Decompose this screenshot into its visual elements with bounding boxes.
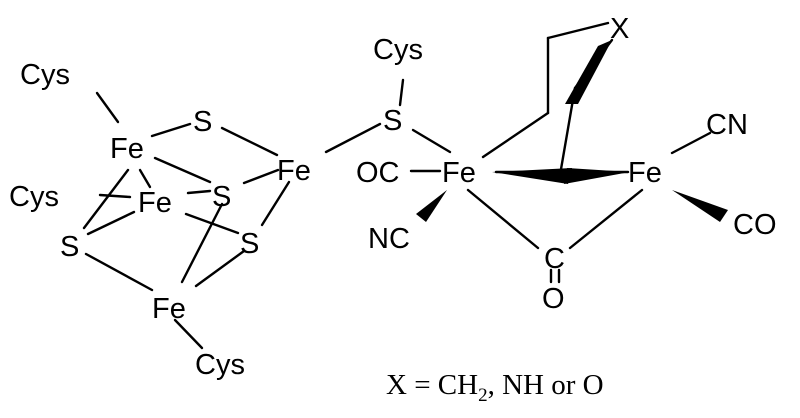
bond-fe-bridge-s-bottom	[260, 180, 291, 227]
atom-s-left: S	[60, 231, 79, 263]
bond-fe1-s-top	[150, 122, 192, 138]
atom-cys-top-left: Cys	[20, 59, 70, 91]
bond-dithiolate-left-s	[481, 111, 550, 159]
bond-fe1-s-mid	[153, 156, 212, 184]
caption-lhs: X = CH	[386, 369, 478, 401]
caption-rhs: , NH or O	[488, 369, 604, 401]
atom-fe3: Fe	[152, 293, 186, 325]
bond-fe-distal-cn	[670, 131, 712, 155]
atom-cn-right: CN	[706, 109, 748, 141]
caption-x-definition: X = CH2, NH or O	[386, 369, 604, 406]
bond-fe1-fe2-dashed	[138, 168, 152, 189]
atom-x: X	[610, 13, 629, 45]
atom-c-bridge: C	[544, 243, 565, 275]
wedge-fe-proximal-nc	[416, 190, 447, 222]
wedge-dithiolate-upper	[565, 40, 612, 104]
atom-cys-left: Cys	[9, 181, 59, 213]
atom-labels: Cys Fe S Fe Cys Fe S S S Fe Cys Cys S OC…	[9, 13, 777, 381]
bond-s-mid-fe3	[180, 202, 224, 284]
atom-nc-left: NC	[368, 223, 410, 255]
bond-fe-bridge-s-link	[324, 122, 382, 154]
wedge-fe-distal-co	[672, 190, 728, 222]
atom-cys-bottom: Cys	[195, 349, 245, 381]
atom-fe-proximal: Fe	[442, 157, 476, 189]
atom-s-top: S	[193, 106, 212, 138]
atom-cys-top: Cys	[373, 34, 423, 66]
atom-fe-distal: Fe	[628, 157, 662, 189]
bond-c-bridge-fe-distal	[568, 188, 644, 250]
atom-co-right: CO	[733, 209, 777, 241]
atom-o-bridge: O	[542, 283, 565, 315]
atom-oc-left: OC	[356, 157, 400, 189]
wedge-bonds	[416, 40, 728, 222]
bond-fe3-cys	[173, 318, 204, 350]
wedge-dithiolate-back	[564, 168, 630, 184]
atom-s-link: S	[383, 105, 402, 137]
atom-s-mid: S	[212, 181, 231, 213]
bond-cys-fe1	[95, 91, 120, 124]
bond-cys-s-link	[398, 78, 405, 107]
bond-fe-proximal-c-bridge	[466, 188, 540, 250]
bond-s-left-fe3	[84, 252, 154, 292]
caption-subscript: 2	[478, 385, 488, 406]
atom-fe-bridge: Fe	[277, 155, 311, 187]
bond-s-link-fe-proximal	[411, 128, 452, 154]
bond-dithiolate-left-x	[546, 21, 610, 40]
wedge-dithiolate-front	[492, 168, 572, 184]
bond-cys-fe2	[98, 193, 132, 199]
bond-fe2-s-left	[86, 210, 136, 236]
bond-fe1-s-left	[82, 168, 130, 230]
bond-s-bottom-fe3	[194, 249, 246, 288]
cubane-bonds	[82, 91, 291, 350]
bond-fe2-s-mid	[186, 189, 212, 195]
bond-s-top-fe-bridge	[220, 126, 279, 157]
bond-s-mid-fe-bridge	[242, 168, 280, 185]
atom-fe1: Fe	[110, 133, 144, 165]
atom-s-bottom: S	[240, 228, 259, 260]
atom-fe2: Fe	[138, 187, 172, 219]
